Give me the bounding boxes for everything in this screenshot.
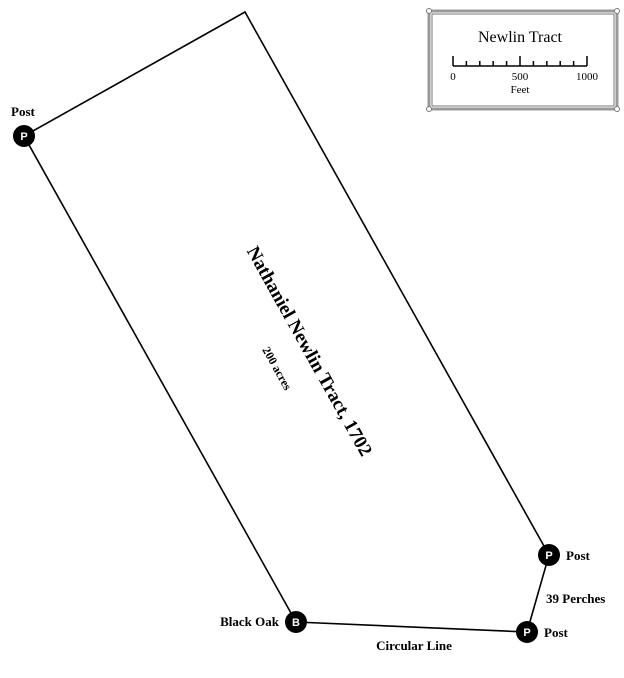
scale-legend: Newlin Tract 0 500 1000 Feet xyxy=(426,8,620,112)
post-marker-icon xyxy=(516,621,538,643)
scale-label-1000: 1000 xyxy=(576,71,599,83)
line-label-east: 39 Perches xyxy=(546,591,605,606)
legend-title: Newlin Tract xyxy=(478,29,563,46)
svg-text:B: B xyxy=(292,617,300,629)
legend-frame xyxy=(427,9,619,111)
scale-label-0: 0 xyxy=(450,71,456,83)
corner-label: Black Oak xyxy=(220,614,280,629)
svg-text:P: P xyxy=(545,550,552,562)
corner-black-oak: B Black Oak xyxy=(220,611,307,633)
scale-bar xyxy=(452,56,588,67)
svg-text:P: P xyxy=(523,627,530,639)
corner-label: Post xyxy=(566,548,591,563)
scale-label-500: 500 xyxy=(512,71,529,83)
tree-marker-icon xyxy=(285,611,307,633)
tract-boundary xyxy=(22,10,550,633)
legend-inner-frame xyxy=(431,13,615,107)
corner-label: Post xyxy=(544,625,569,640)
corner-label: Post xyxy=(11,104,36,119)
tract-area: 200 acres xyxy=(259,344,295,393)
post-marker-icon xyxy=(538,544,560,566)
line-label-south: Circular Line xyxy=(376,638,452,653)
post-marker-icon xyxy=(13,125,35,147)
corner-post-east: P Post xyxy=(538,544,591,566)
scale-unit: Feet xyxy=(511,84,530,96)
corner-post-northwest: P Post xyxy=(11,104,36,147)
svg-text:P: P xyxy=(20,131,27,143)
corner-post-southeast: P Post xyxy=(516,621,569,643)
